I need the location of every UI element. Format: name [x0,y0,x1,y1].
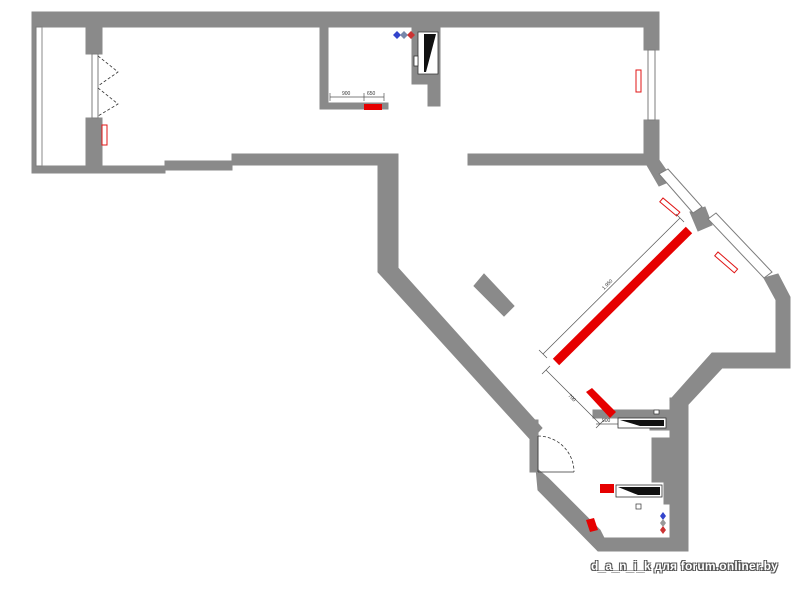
dim-kitchen-right: 650 [367,91,376,97]
radiator-bay-2 [714,251,739,274]
wall-top [31,11,660,28]
wall-bath-partition-3 [651,437,671,483]
wall-right-room-outer [643,11,660,51]
walls [31,11,791,552]
fixtures [393,31,667,534]
wall-bath-partition-4 [663,481,671,505]
red-bath-wall-3 [586,518,598,532]
doors [97,55,575,473]
dim-kitchen-left: 900 [342,91,351,97]
red-bath-wall-2 [600,484,614,493]
window-right-room [647,49,656,121]
radiator-bay-1 [659,197,681,217]
wall-balcony-partition [85,11,103,55]
kitchen-red-segment [364,104,382,110]
wall-bath-right [669,397,689,549]
radiators [101,69,739,274]
window-bay-2 [707,212,773,279]
dim-lower-diagonal: 700 [567,393,577,403]
door-swing-icon [537,435,575,473]
new-wall-diagonal [552,226,693,366]
outlet-bath-icon [660,512,666,534]
wall-niche-bottom [319,102,389,110]
wall-bottom [535,466,689,552]
dim-bath-width: 900 [602,418,611,424]
outlet-icon [393,31,415,39]
wall-entry-left [529,419,539,473]
window-bay-1 [658,168,703,214]
window-balcony [35,26,43,167]
wall-balcony-left [31,11,37,174]
bathtub-2-icon [615,484,663,498]
radiator-right-room [635,69,642,93]
window-left-room [91,53,99,119]
windows [35,26,773,279]
red-bath-wall-1 [586,388,616,418]
balcony-door-icon [97,55,119,117]
wall-bay-right [763,273,791,354]
wall-balcony-partition-low [85,117,103,169]
kitchen-unit-icon [413,31,439,75]
wall-corridor-left [377,153,543,441]
column-hall [473,273,515,317]
watermark: d_a_n_i_k для forum.onliner.by [591,559,778,573]
radiator-left-room [101,124,108,146]
wall-niche-left [319,26,329,108]
wall-right-room-bottom [467,153,659,166]
bathtub-icon [617,417,667,429]
highlighted-elements [364,104,693,532]
